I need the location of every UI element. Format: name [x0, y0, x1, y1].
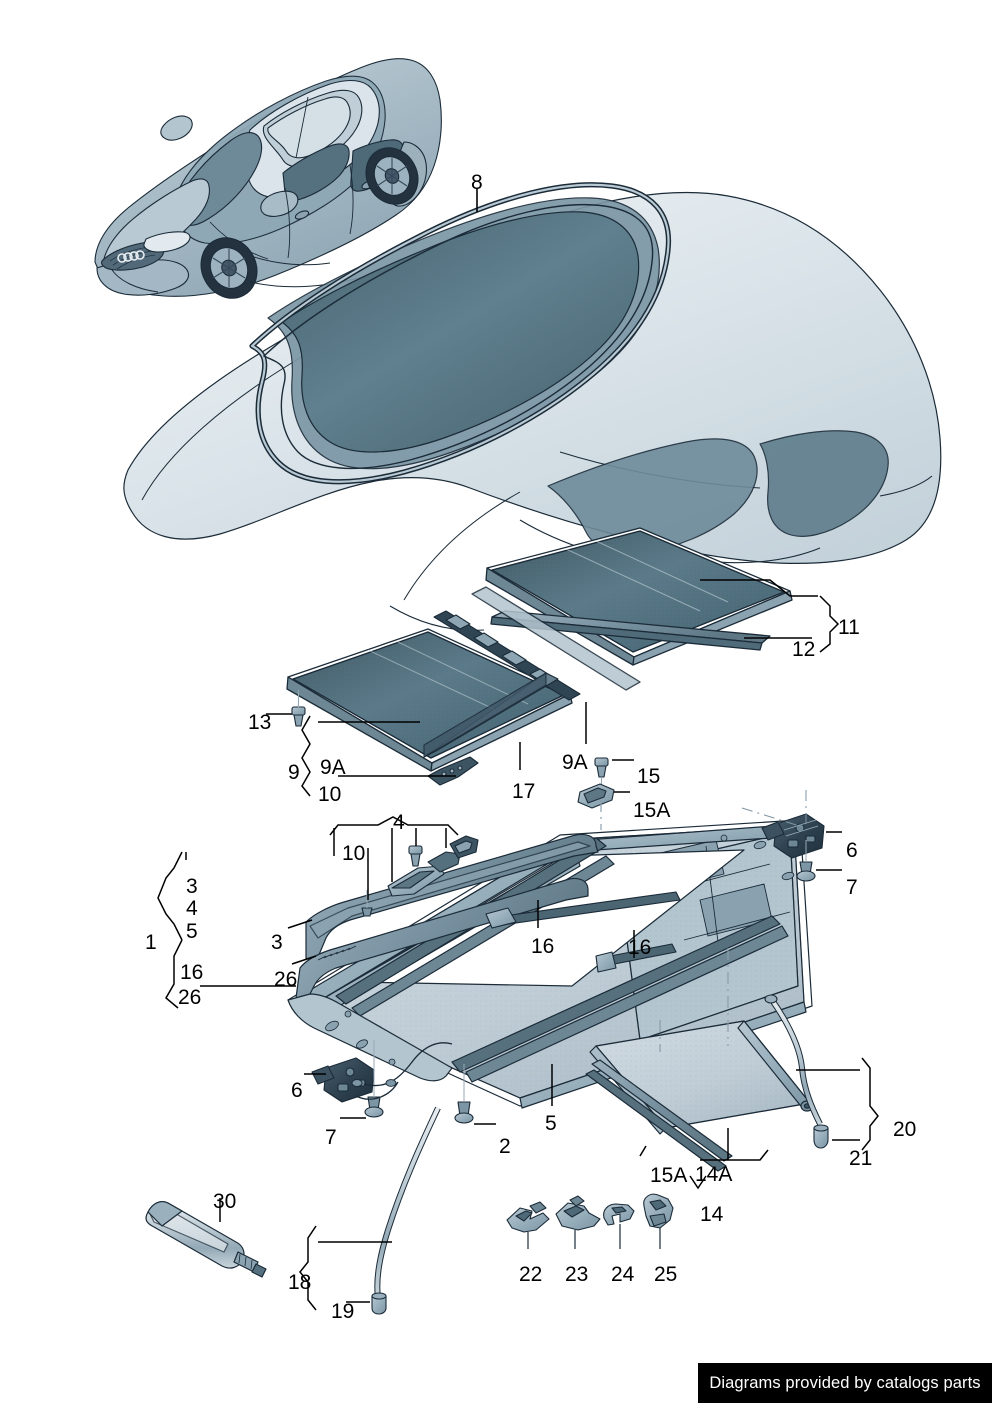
sunshade-blind-14 [585, 1020, 814, 1172]
vehicle-illustration [94, 58, 442, 299]
assembly-axis-lines [600, 800, 729, 1052]
callout-number-5: 5 [545, 1112, 557, 1135]
callout-number-5b: 5 [186, 920, 198, 943]
callout-number-9A: 9A [320, 756, 346, 779]
callout-number-3: 3 [271, 931, 283, 954]
fastener-screws [291, 690, 615, 809]
callout-number-15A: 15A [633, 799, 671, 822]
callout-number-18: 18 [288, 1271, 312, 1294]
callout-number-8: 8 [471, 171, 483, 194]
glass-panel-rear-11 [471, 527, 793, 691]
callout-number-21: 21 [849, 1147, 873, 1170]
callout-number-7l: 7 [325, 1126, 337, 1149]
screw-13 [291, 690, 306, 727]
drain-hose-rear-20 [764, 994, 829, 1149]
drive-motor-left-6 [311, 1040, 474, 1124]
callout-number-12: 12 [792, 638, 816, 661]
callout-number-24: 24 [611, 1263, 635, 1286]
drive-motor-right-6 [741, 790, 825, 882]
bracket-15A-upper [577, 783, 615, 809]
callout-number-11: 11 [838, 616, 860, 639]
callout-number-30: 30 [213, 1190, 237, 1213]
callout-number-13: 13 [248, 711, 272, 734]
bolt-7-left [364, 1040, 384, 1118]
grease-tube-30 [145, 1200, 267, 1278]
callout-number-6l: 6 [291, 1079, 303, 1102]
callout-number-1: 1 [145, 931, 157, 954]
callout-number-10b: 10 [342, 842, 366, 865]
callout-leader-lines [157, 188, 879, 1311]
hose-connector-19 [371, 1292, 387, 1315]
callout-number-16d: 16 [628, 936, 652, 959]
bolt-7-right [796, 840, 816, 882]
callout-number-19: 19 [331, 1300, 355, 1323]
callout-number-16b: 16 [180, 961, 204, 984]
slider-carriage-group-4 [361, 835, 479, 917]
callout-number-15: 15 [637, 765, 661, 788]
screw-15 [594, 757, 609, 800]
callout-number-9: 9 [288, 761, 300, 784]
watermark-banner: Diagrams provided by catalogs parts [698, 1363, 992, 1403]
callout-number-6r: 6 [846, 839, 858, 862]
callout-number-20: 20 [893, 1118, 917, 1141]
callout-number-2: 2 [499, 1135, 511, 1158]
hose-connector-21 [813, 1124, 829, 1149]
callout-number-3b: 3 [186, 875, 198, 898]
clip-22 [506, 1201, 550, 1249]
guide-rail-strips [423, 610, 581, 786]
callout-number-14: 14 [700, 1203, 724, 1226]
drawing-canvas [94, 58, 942, 1315]
clip-24 [603, 1203, 635, 1249]
callout-number-9A2: 9A [562, 751, 588, 774]
callout-number-26: 26 [274, 968, 298, 991]
clip-25 [643, 1193, 674, 1249]
callout-number-7r: 7 [846, 876, 858, 899]
callout-number-22: 22 [519, 1263, 543, 1286]
callout-number-17: 17 [512, 780, 536, 803]
callout-number-10a: 10 [318, 783, 342, 806]
watermark-text: Diagrams provided by catalogs parts [709, 1373, 981, 1392]
callout-number-4: 4 [393, 811, 405, 834]
drain-hose-front-18 [371, 1106, 441, 1315]
callout-number-4b: 4 [186, 897, 198, 920]
callout-number-16c: 16 [531, 935, 555, 958]
callout-number-15Ab: 15A [650, 1164, 688, 1187]
callout-number-25: 25 [654, 1263, 678, 1286]
bolt-2 [454, 1064, 474, 1124]
callout-number-26b: 26 [178, 986, 202, 1009]
clip-23 [555, 1195, 601, 1249]
callout-number-14A: 14A [695, 1163, 733, 1186]
callout-number-23: 23 [565, 1263, 589, 1286]
